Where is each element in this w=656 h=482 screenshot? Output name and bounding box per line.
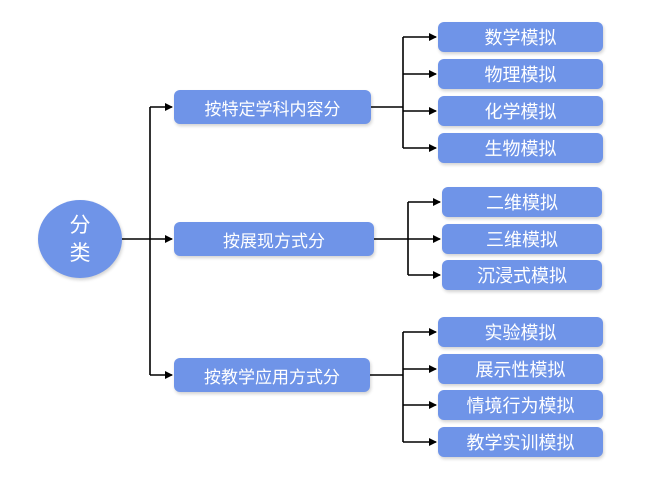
leaf-node-immersive: 沉浸式模拟 (442, 260, 602, 290)
leaf-node-chemistry: 化学模拟 (438, 96, 603, 126)
leaf-node-physics: 物理模拟 (438, 59, 603, 89)
leaf-node-math: 数学模拟 (438, 22, 603, 52)
leaf-node-demonstration: 展示性模拟 (438, 354, 603, 384)
leaf-node-situational-behavior: 情境行为模拟 (438, 390, 603, 420)
branch-node-teaching-application: 按教学应用方式分 (174, 358, 370, 392)
root-node: 分类 (38, 200, 122, 278)
leaf-node-training: 教学实训模拟 (438, 427, 603, 457)
leaf-node-biology: 生物模拟 (438, 133, 603, 163)
leaf-node-experiment: 实验模拟 (438, 317, 603, 347)
branch-node-subject: 按特定学科内容分 (174, 90, 371, 124)
root-label: 分类 (69, 213, 91, 265)
branch-node-presentation: 按展现方式分 (174, 222, 374, 256)
leaf-node-3d: 三维模拟 (442, 224, 602, 254)
leaf-node-2d: 二维模拟 (442, 187, 602, 217)
